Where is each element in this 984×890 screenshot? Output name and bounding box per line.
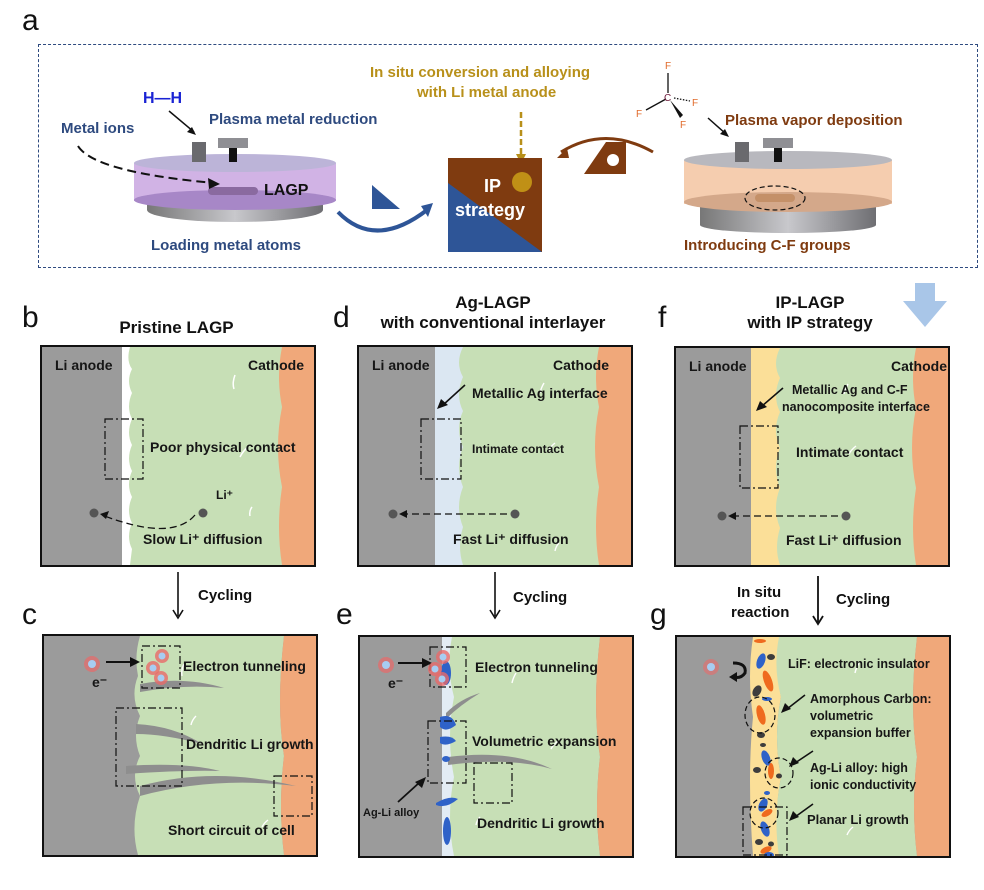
panel-d-anode-label: Li anode: [372, 357, 430, 373]
panel-b-contact-label: Poor physical contact: [150, 439, 296, 455]
panel-g-cell: LiF: electronic insulator Amorphous Carb…: [675, 635, 951, 858]
in-situ-conversion-line1: In situ conversion and alloying: [370, 64, 591, 81]
brown-trapezoid-icon: [584, 142, 626, 174]
plasma-reduction-label: Plasma metal reduction: [209, 111, 378, 128]
blue-triangle-icon: [372, 185, 400, 209]
panel-f-title-line2: with IP strategy: [747, 313, 873, 332]
panel-b-cathode-label: Cathode: [248, 357, 304, 373]
svg-text:F: F: [680, 120, 686, 131]
panel-b-cell: Li anode Cathode Poor physical contact L…: [40, 345, 316, 567]
carbon-atom: C: [664, 93, 671, 104]
panel-c-cell: e⁻ Electron tunneling Dendritic Li growt…: [42, 634, 318, 857]
h2-arrow: [168, 110, 196, 135]
panel-letter-a: a: [22, 4, 39, 37]
loading-metal-atoms-label: Loading metal atoms: [151, 237, 302, 254]
svg-text:F: F: [636, 109, 642, 120]
lagp-label: LAGP: [264, 182, 309, 199]
panel-e-cell: e⁻ Electron tunneling Volumetric expansi…: [358, 635, 634, 858]
panel-d-interface-label: Metallic Ag interface: [472, 385, 608, 401]
panel-f-interface-line2: nanocomposite interface: [782, 400, 930, 414]
panel-e-expansion-label: Volumetric expansion: [472, 733, 617, 749]
panel-b-anode-label: Li anode: [55, 357, 113, 373]
panel-e-electron-label: e⁻: [388, 675, 404, 691]
panel-f-anode-label: Li anode: [689, 358, 747, 374]
panel-c-short-label: Short circuit of cell: [168, 822, 295, 838]
panel-f-cathode-label: Cathode: [891, 358, 947, 374]
panel-g-reaction-line1: In situ: [737, 584, 782, 601]
panel-letter-f: f: [658, 301, 667, 334]
metal-ions-dashed-arrow: [77, 145, 220, 189]
cycling-arrow-d: [489, 572, 501, 620]
panel-f-cell: Li anode Cathode Metallic Ag and C-F nan…: [674, 346, 950, 567]
plasma-vapor-device: [684, 138, 892, 233]
plasma-vapor-deposition-label: Plasma vapor deposition: [725, 112, 903, 129]
svg-text:F: F: [692, 98, 698, 109]
cycling-arrow-f: [812, 576, 824, 626]
panel-d-title-line2: with conventional interlayer: [380, 313, 606, 332]
panel-b-title: Pristine LAGP: [119, 318, 234, 337]
panel-letter-c: c: [22, 598, 37, 631]
h2-molecule-label: H—H: [143, 90, 183, 107]
panel-letter-g: g: [650, 598, 667, 631]
panel-c-cycling-label: Cycling: [198, 587, 253, 604]
cycling-arrow-b: [172, 572, 184, 620]
panel-g-reaction-line2: reaction: [731, 604, 790, 621]
ip-strategy-line2: strategy: [455, 200, 526, 220]
panel-d-diffusion-label: Fast Li⁺ diffusion: [453, 531, 569, 547]
panel-f-contact-label: Intimate contact: [796, 444, 904, 460]
panel-g-carbon-line3: expansion buffer: [810, 726, 911, 740]
transition-arrow-icon: [903, 283, 947, 327]
ip-strategy-box: [448, 158, 542, 252]
panel-g-carbon-line2: volumetric: [810, 709, 874, 723]
panel-c-electron-label: e⁻: [92, 674, 108, 690]
panel-a-frame: [38, 44, 978, 268]
metal-ions-label: Metal ions: [61, 120, 135, 137]
panel-letter-b: b: [22, 301, 39, 334]
panel-b-ion-label: Li⁺: [216, 488, 233, 502]
plasma-reduction-device: [134, 138, 336, 222]
panel-c-dendrite-label: Dendritic Li growth: [186, 736, 314, 752]
introducing-cf-groups-label: Introducing C-F groups: [684, 237, 851, 254]
panel-g-planar-label: Planar Li growth: [807, 812, 909, 827]
panel-g-carbon-line1: Amorphous Carbon:: [810, 692, 932, 706]
panel-e-tunneling-label: Electron tunneling: [475, 659, 598, 675]
panel-letter-e: e: [336, 598, 353, 631]
blue-curved-arrow: [336, 203, 433, 233]
panel-b-diffusion-label: Slow Li⁺ diffusion: [143, 531, 263, 547]
panel-e-alloy-label: Ag-Li alloy: [363, 807, 420, 819]
panel-d-cell: Li anode Cathode Metallic Ag interface I…: [357, 345, 633, 567]
panel-f-title-line1: IP-LAGP: [775, 293, 845, 312]
panel-g-alloy-line2: ionic conductivity: [810, 778, 917, 792]
panel-d-cathode-label: Cathode: [553, 357, 609, 373]
panel-g-alloy-line1: Ag-Li alloy: high: [810, 761, 908, 775]
panel-f-diffusion-label: Fast Li⁺ diffusion: [786, 532, 902, 548]
panel-d-contact-label: Intimate contact: [472, 442, 565, 456]
brown-curved-arrow: [557, 137, 654, 158]
cf4-molecule: C F F F F: [636, 61, 698, 131]
panel-d-title-line1: Ag-LAGP: [455, 293, 531, 312]
interface-particles: [752, 639, 782, 856]
in-situ-conversion-line2: with Li metal anode: [417, 84, 557, 101]
svg-text:F: F: [665, 61, 671, 72]
panel-g-lif-label: LiF: electronic insulator: [788, 657, 930, 671]
panel-letter-d: d: [333, 301, 350, 334]
panel-g-cycling-label: Cycling: [836, 591, 891, 608]
panel-e-cycling-label: Cycling: [513, 589, 568, 606]
cf4-arrow: [707, 117, 729, 137]
electron-icon: [84, 656, 100, 672]
panel-e-dendrite-label: Dendritic Li growth: [477, 815, 605, 831]
panel-f-interface-line1: Metallic Ag and C-F: [792, 383, 908, 397]
panel-c-tunneling-label: Electron tunneling: [183, 658, 306, 674]
ip-strategy-line1: IP: [484, 176, 502, 196]
